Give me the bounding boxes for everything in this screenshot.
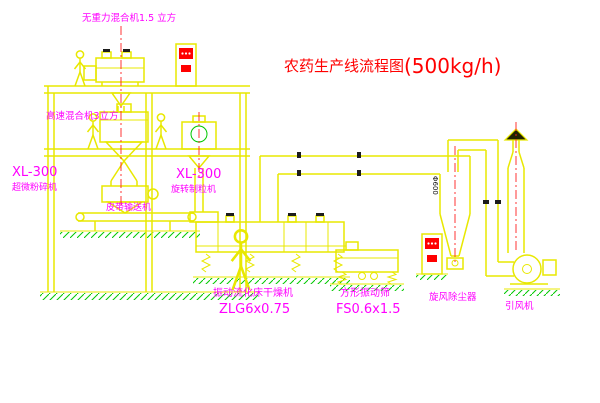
label-top-mixer: 无重力混合机1.5 立方 [82,12,176,24]
diagram-title-capacity: (500kg/h) [404,54,501,78]
person-figure-level2-right [154,113,168,150]
label-fan-name: 引风机 [505,300,534,312]
cyclone-discharge-valve [446,257,464,270]
gravity-mixer-discharge-chute [110,92,132,112]
control-cabinet-1 [175,43,197,87]
cyclone-separator [439,156,471,270]
label-pulverizer-model: XL-300 [12,165,57,180]
sieve-inlet [345,241,359,251]
induced-draft-fan [510,254,557,285]
label-pulverizer-name: 超微粉碎机 [12,181,57,193]
high-speed-mixer [99,103,149,163]
label-granulator-name: 旋转制粒机 [171,183,216,195]
label-high-speed-mixer: 高速混合机3立方 [46,110,119,122]
diagram-title: 农药生产线流程图 [284,57,404,75]
y-discharge-chute [110,160,138,186]
ground-hatch-strips [40,230,560,300]
exhaust-pipe-to-fan [447,139,514,277]
label-dryer-model: ZLG6x0.75 [219,302,290,317]
fan-motor [542,259,557,276]
pulverizer [101,185,159,214]
label-sieve-model: FS0.6x1.5 [336,302,401,317]
exhaust-duct [259,152,470,222]
dryer-springs [200,253,344,273]
building-frame [44,85,250,292]
fluid-bed-dryer [195,213,345,253]
vibrating-sieve [335,241,399,280]
exhaust-stack [503,128,529,253]
label-cyclone-name: 旋风除尘器 [429,291,477,303]
control-cabinet-2 [421,233,443,275]
label-granulator-model: XL-300 [176,167,221,182]
gravity-mixer [83,49,145,86]
label-sieve-name: 方形振动筛 [340,286,390,299]
label-dryer-name: 振动流化床干燥机 [213,286,293,299]
belt-conveyor [75,212,197,231]
label-duct-diameter: Φ600 [431,176,439,195]
sieve-springs [336,271,398,285]
label-belt-conveyor: 皮带输送机 [106,201,151,213]
centerlines [120,26,517,262]
